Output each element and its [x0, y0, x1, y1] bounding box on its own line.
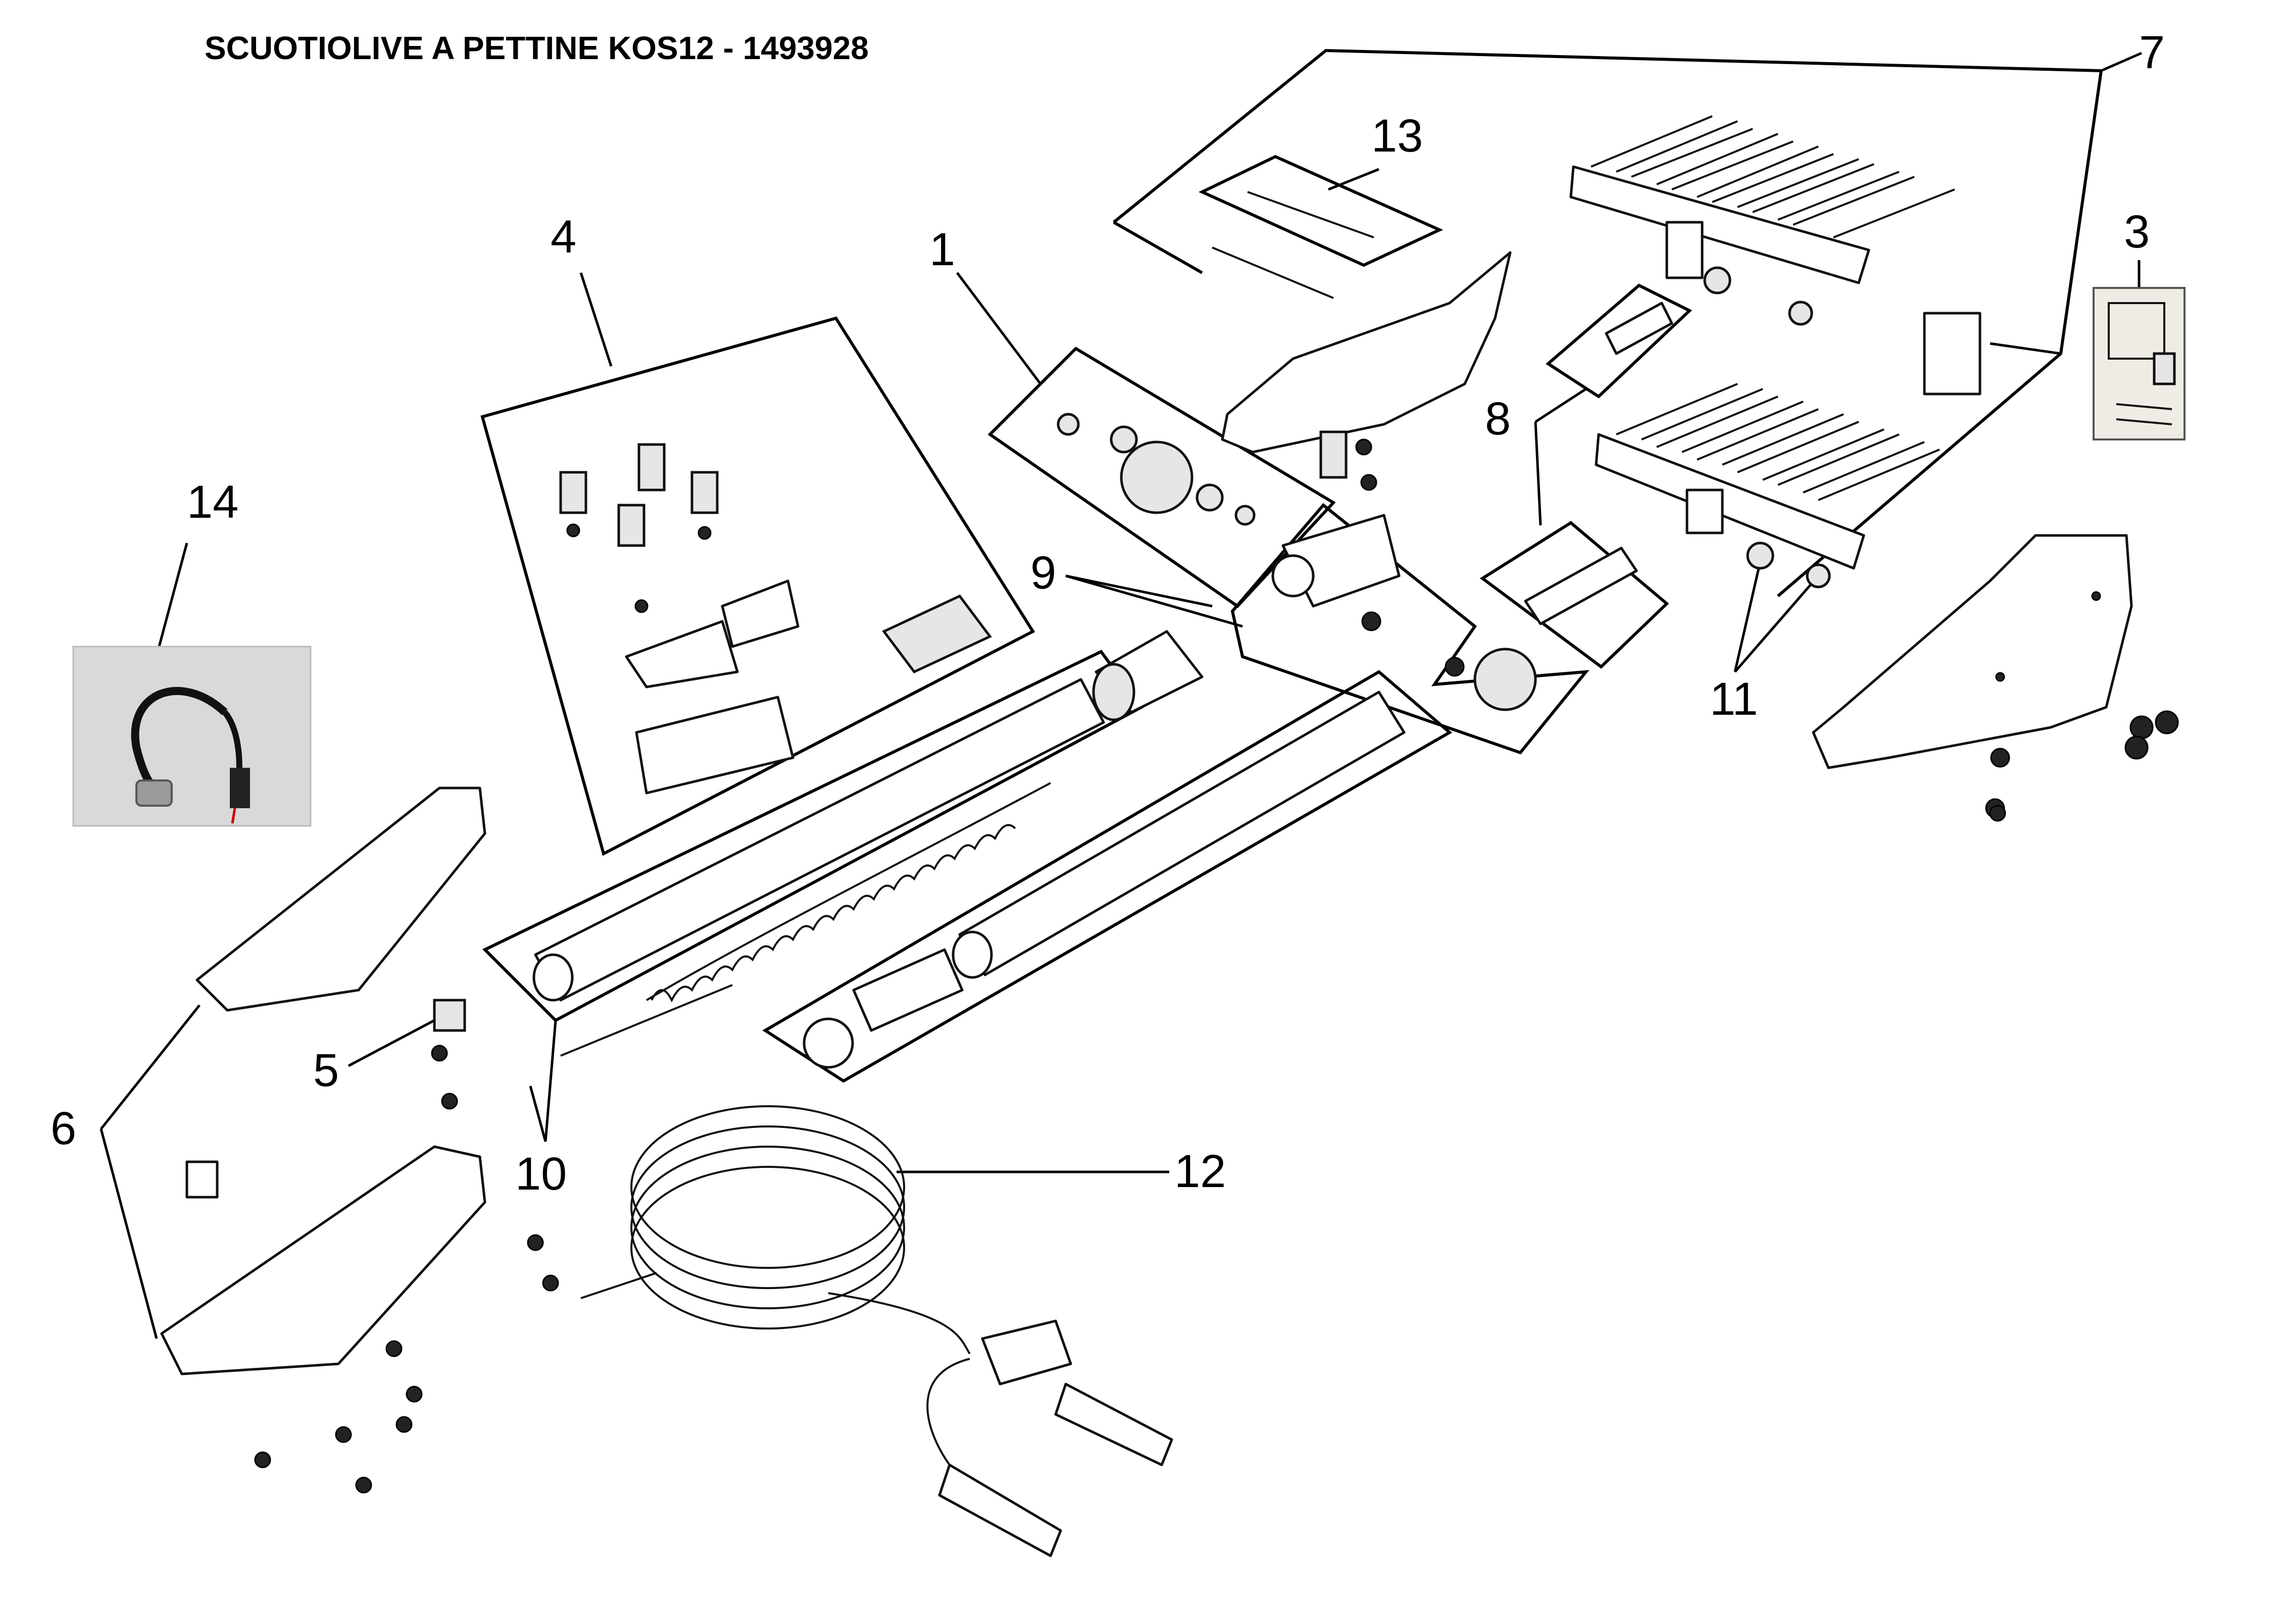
- battery-cable-coil: [580, 1105, 1173, 1557]
- handle-housing: [160, 786, 486, 1375]
- callout-14: 14: [187, 476, 238, 528]
- group-box-1b: [1230, 503, 1590, 755]
- rod-kit-13: [1212, 191, 1374, 299]
- leader-11a: [1733, 550, 1764, 672]
- callout-12: 12: [1174, 1146, 1226, 1197]
- chain-link-kit: [2093, 287, 2186, 440]
- callout-1: 1: [929, 224, 955, 275]
- callout-5: 5: [313, 1045, 339, 1096]
- leader-7: [2100, 52, 2143, 72]
- gear-large-2: [1473, 648, 1537, 711]
- group-box-8a: [1546, 283, 1693, 399]
- side-housing-left: [1221, 251, 1512, 454]
- callout-6: 6: [51, 1103, 76, 1154]
- electric-motor: [1092, 630, 1204, 721]
- leader-6a: [100, 1004, 201, 1130]
- leader-14: [158, 543, 188, 647]
- comb-rake-lower: [1595, 383, 1940, 570]
- group-box-8b: [1479, 521, 1669, 669]
- leader-11b: [1734, 575, 1819, 673]
- group-box-13: [1198, 155, 1444, 267]
- screws-hardware: [254, 266, 2179, 1494]
- leader-9a: [1065, 574, 1213, 608]
- leader-13: [1328, 168, 1379, 191]
- cable-connector-photo: [72, 646, 312, 827]
- leader-6b: [100, 1128, 158, 1339]
- callout-8: 8: [1485, 393, 1511, 445]
- group-box-4: [480, 316, 1035, 856]
- leader-1: [956, 272, 1041, 385]
- side-housing-right: [1812, 534, 2133, 769]
- callout-9: 9: [1030, 547, 1056, 599]
- leader-8: [1534, 387, 1587, 423]
- comb-rake-upper: [1569, 115, 1955, 284]
- callout-10: 10: [515, 1148, 567, 1200]
- callout-3: 3: [2124, 206, 2150, 258]
- group-box-1: [987, 347, 1336, 608]
- group-frame-7b: [1113, 221, 1203, 274]
- leader-10: [544, 1020, 557, 1142]
- coil-cable: [651, 824, 1016, 1003]
- diagram-title: SCUOTIOLIVE A PETTINE KOS12 - 1493928: [205, 30, 869, 66]
- leader-9b: [1065, 574, 1243, 628]
- callout-13: 13: [1371, 110, 1423, 162]
- telescopic-tubes: [532, 678, 1406, 1069]
- leader-8b: [1534, 421, 1542, 526]
- leader-7b: [1990, 342, 2061, 355]
- leader-10b: [529, 1086, 547, 1142]
- leader-4: [579, 272, 613, 367]
- callout-4: 4: [551, 211, 576, 263]
- callout-7: 7: [2139, 27, 2165, 78]
- linkage-arms: [1524, 302, 1673, 625]
- callout-11: 11: [1710, 673, 1758, 725]
- handle-parts: [625, 579, 992, 795]
- gear-large-1: [1120, 440, 1194, 514]
- gearbox-block: [1271, 514, 1401, 608]
- leader-5: [348, 1019, 435, 1067]
